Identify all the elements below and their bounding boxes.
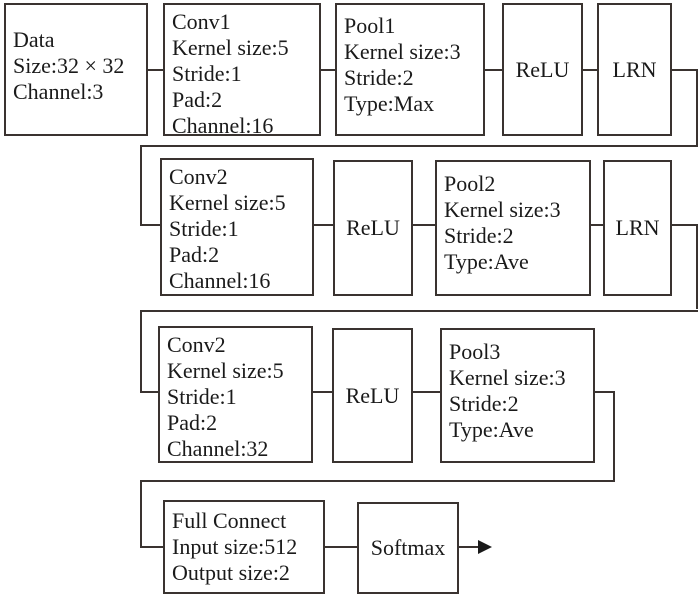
block-lrn2: LRN [603, 160, 672, 296]
block-full-connect-line-1: Full Connect [172, 508, 287, 533]
block-pool3-line-3: Stride:2 [449, 391, 519, 416]
block-pool1-line-2: Kernel size:3 [344, 39, 461, 64]
wrap3-down [613, 391, 615, 482]
connector-conv3-to-relu3 [311, 391, 334, 393]
block-conv3-line-3: Stride:1 [167, 384, 237, 409]
wrap1-into-conv2 [140, 224, 162, 226]
block-conv3-line-1: Conv2 [167, 332, 226, 357]
block-conv3-line-5: Channel:32 [167, 436, 269, 461]
block-data: Data Size:32 × 32 Channel:3 [4, 3, 148, 136]
block-conv1-line-1: Conv1 [172, 9, 231, 34]
block-softmax: Softmax [357, 502, 459, 594]
block-relu2: ReLU [333, 160, 413, 296]
output-arrow-icon [478, 540, 492, 554]
wrap2-across-left [140, 310, 698, 312]
block-pool1-line-4: Type:Max [344, 91, 435, 116]
block-conv1-line-3: Stride:1 [172, 61, 242, 86]
block-conv2-line-4: Pad:2 [169, 242, 220, 267]
block-conv3: Conv2 Kernel size:5 Stride:1 Pad:2 Chann… [158, 326, 313, 463]
block-conv1-line-5: Channel:16 [172, 113, 274, 138]
block-pool3-line-2: Kernel size:3 [449, 365, 566, 390]
block-pool3-line-1: Pool3 [449, 339, 501, 364]
block-pool2-line-1: Pool2 [444, 171, 496, 196]
connector-relu1-to-lrn1 [581, 69, 599, 71]
wrap1-down [696, 69, 698, 147]
block-full-connect-line-3: Output size:2 [172, 560, 290, 585]
wrap2-down [696, 224, 698, 309]
block-pool2-line-2: Kernel size:3 [444, 197, 561, 222]
wrap1-exit-right [670, 69, 698, 71]
block-pool2: Pool2 Kernel size:3 Stride:2 Type:Ave [435, 160, 591, 296]
connector-data-to-conv1 [147, 69, 165, 71]
block-conv2-line-3: Stride:1 [169, 216, 239, 241]
wrap3-exit-right [593, 391, 615, 393]
block-full-connect-line-2: Input size:512 [172, 534, 298, 559]
block-lrn2-label: LRN [615, 215, 660, 240]
block-pool2-line-4: Type:Ave [444, 249, 529, 274]
wrap3-across-left [140, 480, 615, 482]
wrap1-across-left [140, 145, 698, 147]
block-relu2-label: ReLU [346, 215, 400, 240]
block-relu1: ReLU [502, 3, 583, 136]
block-pool3: Pool3 Kernel size:3 Stride:2 Type:Ave [440, 328, 595, 463]
block-conv2: Conv2 Kernel size:5 Stride:1 Pad:2 Chann… [160, 158, 314, 296]
block-data-line-1: Data [13, 27, 55, 52]
connector-relu3-to-pool3 [411, 391, 441, 393]
connector-conv1-to-pool1 [319, 69, 337, 71]
block-conv3-line-4: Pad:2 [167, 410, 218, 435]
block-conv1-line-2: Kernel size:5 [172, 35, 289, 60]
wrap3-into-fc [140, 546, 165, 548]
block-data-line-2: Size:32 × 32 [13, 53, 125, 78]
wrap2-exit-right [670, 224, 698, 226]
wrap2-down-to-conv3 [140, 310, 142, 393]
block-softmax-label: Softmax [370, 535, 446, 560]
block-full-connect: Full Connect Input size:512 Output size:… [163, 500, 325, 594]
block-relu3: ReLU [332, 328, 413, 463]
wrap3-down-to-fc [140, 480, 142, 548]
connector-pool2-to-lrn2 [589, 224, 605, 226]
block-pool1-line-1: Pool1 [344, 13, 396, 38]
block-lrn1: LRN [597, 3, 672, 136]
block-relu1-label: ReLU [515, 56, 570, 82]
block-conv2-line-1: Conv2 [169, 164, 228, 189]
block-conv2-line-5: Channel:16 [169, 268, 271, 293]
connector-fc-to-softmax [323, 546, 359, 548]
block-pool1-line-3: Stride:2 [344, 65, 414, 90]
connector-conv2-to-relu2 [312, 224, 335, 226]
block-conv1: Conv1 Kernel size:5 Stride:1 Pad:2 Chann… [163, 3, 321, 138]
block-pool2-line-3: Stride:2 [444, 223, 514, 248]
block-lrn1-label: LRN [612, 56, 657, 82]
block-data-line-3: Channel:3 [13, 79, 104, 104]
connector-pool1-to-relu1 [483, 69, 504, 71]
output-arrow-line [457, 546, 482, 548]
block-pool1: Pool1 Kernel size:3 Stride:2 Type:Max [335, 3, 485, 136]
connector-relu2-to-pool2 [411, 224, 436, 226]
wrap2-into-conv3 [140, 391, 162, 393]
block-conv1-line-4: Pad:2 [172, 87, 223, 112]
wrap1-down-to-conv2 [140, 145, 142, 226]
block-conv3-line-2: Kernel size:5 [167, 358, 284, 383]
block-pool3-line-4: Type:Ave [449, 417, 534, 442]
block-conv2-line-2: Kernel size:5 [169, 190, 286, 215]
block-relu3-label: ReLU [345, 382, 400, 408]
